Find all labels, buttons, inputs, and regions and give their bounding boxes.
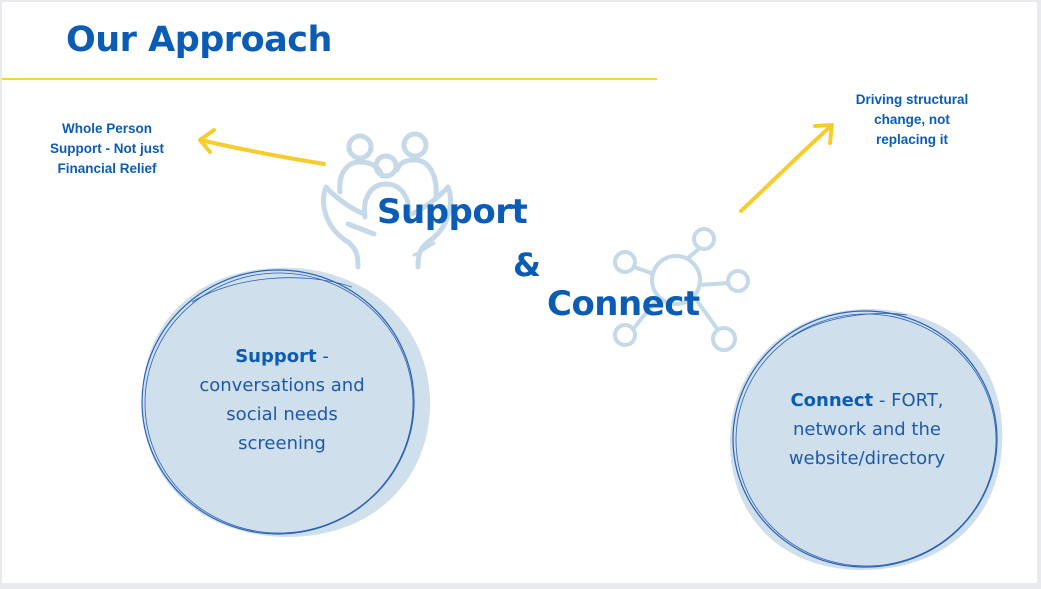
- connect-circle-line: network and the: [793, 419, 941, 440]
- callout-right-line: change, not: [874, 112, 950, 127]
- callout-left-line: Financial Relief: [57, 161, 157, 176]
- support-circle-outline-2: [144, 272, 414, 534]
- slide-title: Our Approach: [66, 20, 332, 60]
- support-circle-line: social needs: [226, 404, 338, 425]
- callout-right-line: Driving structural: [855, 92, 969, 107]
- support-circle-title-line: Support -: [182, 342, 382, 371]
- ampersand: &: [513, 246, 541, 284]
- support-circle-stroke-3: [191, 277, 353, 303]
- network-nodes-icon: [613, 227, 750, 352]
- support-circle-line: screening: [238, 433, 326, 454]
- support-circle-outline: [141, 269, 415, 535]
- callout-whole-person: Whole Person Support - Not just Financia…: [32, 119, 182, 179]
- support-circle-separator: -: [316, 346, 329, 367]
- connect-circle-line: website/directory: [788, 448, 946, 469]
- support-circle-fill: [142, 267, 431, 537]
- support-circle: [141, 267, 431, 537]
- support-circle-line: conversations and: [199, 375, 365, 396]
- connect-circle-fill: [730, 308, 1003, 570]
- support-heading: Support: [377, 192, 528, 232]
- connect-circle-title-line: Connect - FORT,: [767, 386, 967, 415]
- left-arrow-icon: [198, 128, 326, 166]
- support-circle-text: Support - conversations and social needs…: [182, 342, 382, 458]
- family-in-hands-icon: [321, 131, 453, 270]
- callout-left-line: Support - Not just: [50, 141, 164, 156]
- connect-circle-separator: - FORT,: [873, 390, 944, 411]
- connect-circle-outline: [732, 310, 998, 568]
- connect-circle-heading: Connect: [790, 390, 874, 411]
- support-circle-heading: Support: [235, 346, 317, 367]
- right-arrow-icon: [739, 123, 834, 213]
- connect-circle-text: Connect - FORT, network and the website/…: [767, 386, 967, 473]
- connect-circle-stroke-3: [791, 313, 908, 338]
- title-underline: [2, 78, 657, 80]
- callout-right-line: replacing it: [875, 132, 948, 147]
- connect-circle: [730, 308, 1003, 570]
- callout-structural-change: Driving structural change, not replacing…: [837, 90, 987, 150]
- callout-left-line: Whole Person: [61, 121, 152, 136]
- connect-heading: Connect: [547, 284, 700, 324]
